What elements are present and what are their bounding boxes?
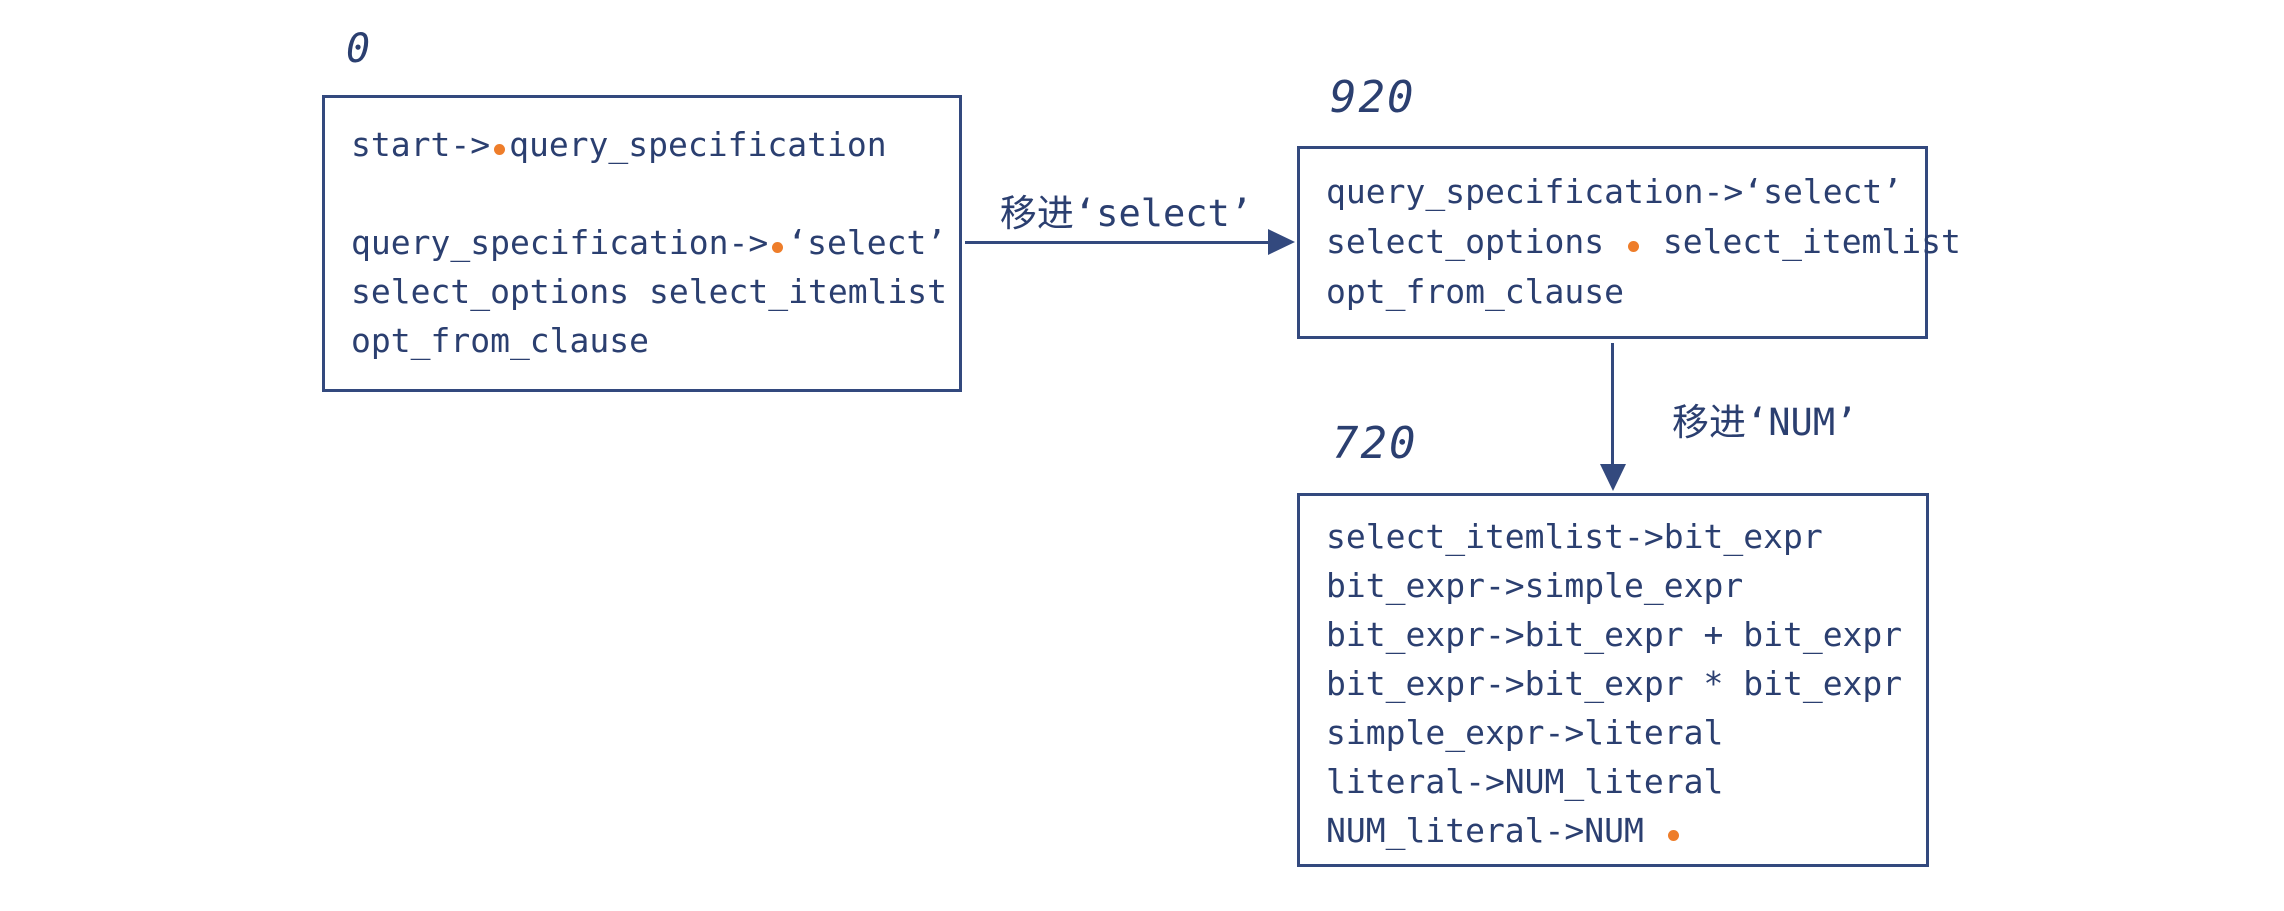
grammar-item-line: start-> query_specification [351, 120, 947, 169]
state-920-items: query_specification->‘select’ select_opti… [1326, 167, 1961, 317]
grammar-text: bit_expr->bit_expr + bit_expr [1326, 615, 1903, 654]
grammar-item-line: query_specification->‘select’ [1326, 167, 1961, 217]
state-0-id-label: 0 [346, 26, 373, 72]
grammar-text: select_options [1326, 222, 1625, 261]
grammar-item-line: bit_expr->simple_expr [1326, 561, 1902, 610]
grammar-item-line: simple_expr->literal [1326, 708, 1902, 757]
grammar-text: select_itemlist->bit_expr [1326, 517, 1823, 556]
state-720-box: select_itemlist->bit_expr bit_expr->simpl… [1297, 493, 1929, 867]
state-920-id-label: 920 [1330, 72, 1416, 123]
grammar-text: ‘select’ [787, 223, 947, 262]
grammar-text: bit_expr->simple_expr [1326, 566, 1744, 605]
grammar-text: query_specification-> [351, 223, 769, 262]
grammar-item-line: query_specification-> ‘select’ [351, 218, 947, 267]
grammar-item-line: bit_expr->bit_expr + bit_expr [1326, 610, 1902, 659]
arrowhead-right-icon [1268, 229, 1295, 255]
state-920-box: query_specification->‘select’ select_opti… [1297, 146, 1961, 339]
grammar-text: bit_expr->bit_expr * bit_expr [1326, 664, 1903, 703]
parse-position-dot-icon [772, 242, 784, 253]
state-720-id-label: 720 [1332, 418, 1418, 469]
parse-position-dot-icon [494, 144, 506, 155]
state-0-box: start-> query_specification query_specific… [322, 95, 962, 392]
grammar-item-line: opt_from_clause [351, 316, 947, 365]
grammar-item-line [351, 169, 947, 218]
grammar-text: opt_from_clause [1326, 272, 1625, 311]
shift-num-edge-line [1611, 343, 1614, 469]
arrowhead-down-icon [1600, 464, 1626, 491]
grammar-text: select_options select_itemlist [351, 272, 948, 311]
grammar-text: simple_expr->literal [1326, 713, 1724, 752]
state-0-items: start-> query_specification query_specific… [351, 120, 947, 365]
grammar-item-line: select_options select_itemlist [351, 267, 947, 316]
grammar-text: opt_from_clause [351, 321, 650, 360]
grammar-item-line: literal->NUM_literal [1326, 757, 1902, 806]
grammar-text: query_specification [509, 125, 887, 164]
state-720-items: select_itemlist->bit_expr bit_expr->simpl… [1326, 512, 1902, 855]
grammar-text: query_specification->‘select’ [1326, 172, 1903, 211]
grammar-item-line: select_itemlist->bit_expr [1326, 512, 1902, 561]
grammar-text: select_itemlist [1643, 222, 1961, 261]
parse-position-dot-icon [1628, 241, 1640, 252]
shift-select-edge-line [965, 241, 1271, 244]
shift-num-edge-label: 移进‘NUM’ [1672, 401, 1858, 444]
shift-select-edge-label: 移进‘select’ [999, 192, 1253, 235]
grammar-item-line: opt_from_clause [1326, 267, 1961, 317]
grammar-item-line: select_options select_itemlist [1326, 217, 1961, 267]
parse-position-dot-icon [1667, 830, 1679, 841]
grammar-item-line: NUM_literal->NUM [1326, 806, 1902, 855]
grammar-text: NUM_literal->NUM [1326, 811, 1664, 850]
grammar-text: literal->NUM_literal [1326, 762, 1724, 801]
grammar-item-line: bit_expr->bit_expr * bit_expr [1326, 659, 1902, 708]
grammar-text: start-> [351, 125, 491, 164]
